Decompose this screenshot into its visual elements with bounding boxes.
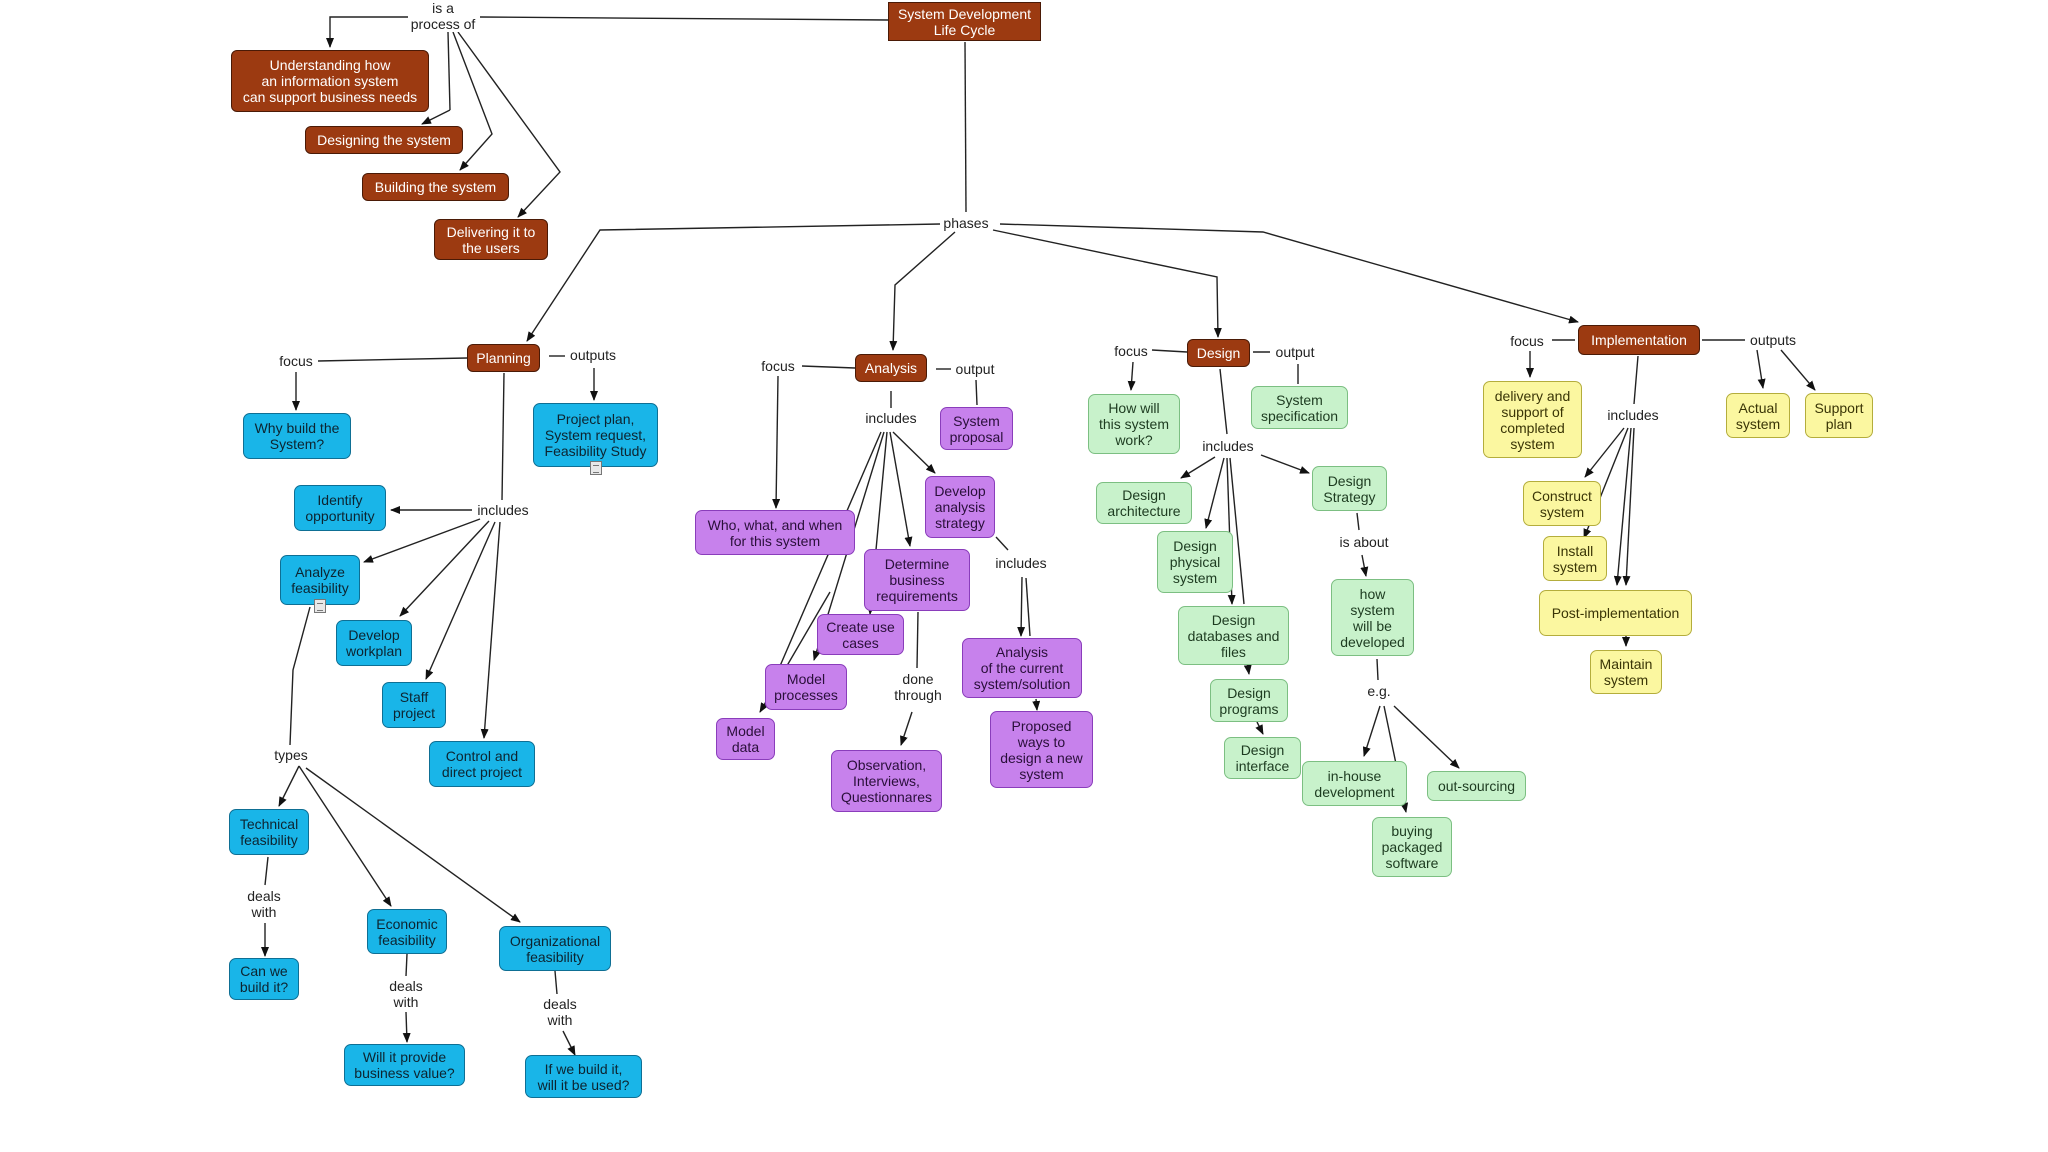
planning-outputs-docs[interactable]: Project plan, System request, Feasibilit…: [533, 403, 658, 467]
design-out-sourcing[interactable]: out-sourcing: [1427, 771, 1526, 801]
implementation-construct-system[interactable]: Construct system: [1523, 481, 1601, 526]
design-system-specification[interactable]: System specification: [1251, 386, 1348, 429]
planning-control-project[interactable]: Control and direct project: [429, 741, 535, 787]
implementation-link-outputs: outputs: [1748, 332, 1798, 348]
implementation-link-focus: focus: [1508, 333, 1546, 349]
question-business-value[interactable]: Will it provide business value?: [344, 1044, 465, 1086]
design-physical-system[interactable]: Design physical system: [1157, 531, 1233, 593]
analysis-current-system[interactable]: Analysis of the current system/solution: [962, 638, 1082, 698]
design-link-is-about: is about: [1337, 534, 1391, 550]
process-building[interactable]: Building the system: [362, 173, 509, 201]
analysis-system-proposal[interactable]: System proposal: [940, 407, 1013, 450]
design-link-eg: e.g.: [1365, 683, 1393, 699]
document-icon[interactable]: [314, 599, 326, 613]
document-icon[interactable]: [590, 461, 602, 475]
design-databases-files[interactable]: Design databases and files: [1178, 606, 1289, 665]
analysis-link-output: output: [953, 361, 997, 377]
question-can-we-build[interactable]: Can we build it?: [229, 958, 299, 1000]
planning-link-deals-with: deals with: [387, 978, 425, 1010]
process-understanding[interactable]: Understanding how an information system …: [231, 50, 429, 112]
implementation-support-plan[interactable]: Support plan: [1805, 393, 1873, 438]
analysis-who-what-when[interactable]: Who, what, and when for this system: [695, 510, 855, 555]
implementation-install-system[interactable]: Install system: [1543, 536, 1607, 581]
planning-link-outputs: outputs: [568, 347, 618, 363]
process-designing[interactable]: Designing the system: [305, 126, 463, 154]
planning-staff-project[interactable]: Staff project: [382, 682, 446, 728]
implementation-link-includes: includes: [1605, 407, 1661, 423]
planning-why-build[interactable]: Why build the System?: [243, 413, 351, 459]
planning-identify-opportunity[interactable]: Identify opportunity: [294, 485, 386, 531]
planning-economic-feasibility[interactable]: Economic feasibility: [367, 909, 447, 954]
analysis-model-data[interactable]: Model data: [716, 718, 775, 760]
design-how-will-work[interactable]: How will this system work?: [1088, 394, 1180, 454]
phase-design[interactable]: Design: [1187, 339, 1250, 367]
link-phases: phases: [941, 215, 991, 231]
analysis-strategy-link-includes: includes: [993, 555, 1049, 571]
analysis-link-includes: includes: [863, 410, 919, 426]
phase-analysis[interactable]: Analysis: [855, 354, 927, 382]
design-link-includes: includes: [1200, 438, 1256, 454]
design-programs[interactable]: Design programs: [1210, 679, 1288, 722]
analysis-business-requirements[interactable]: Determine business requirements: [864, 549, 970, 611]
planning-technical-feasibility[interactable]: Technical feasibility: [229, 809, 309, 855]
analysis-proposed-ways[interactable]: Proposed ways to design a new system: [990, 711, 1093, 788]
design-in-house-development[interactable]: in-house development: [1302, 761, 1407, 806]
design-link-focus: focus: [1112, 343, 1150, 359]
implementation-post-implementation[interactable]: Post-implementation: [1539, 590, 1692, 636]
analysis-link-done-through: done through: [892, 671, 944, 703]
phase-planning[interactable]: Planning: [467, 344, 540, 372]
design-link-output: output: [1273, 344, 1317, 360]
link-is-a-process-of: is a process of: [408, 0, 478, 32]
implementation-actual-system[interactable]: Actual system: [1726, 393, 1790, 438]
analysis-develop-strategy[interactable]: Develop analysis strategy: [925, 476, 995, 538]
design-strategy[interactable]: Design Strategy: [1312, 466, 1387, 511]
planning-link-deals-with: deals with: [245, 888, 283, 920]
analysis-link-focus: focus: [759, 358, 797, 374]
planning-analyze-feasibility[interactable]: Analyze feasibility: [280, 555, 360, 605]
design-architecture[interactable]: Design architecture: [1096, 482, 1192, 524]
root-sdlc-node[interactable]: System Development Life Cycle: [888, 2, 1041, 41]
analysis-create-use-cases[interactable]: Create use cases: [817, 614, 904, 655]
question-will-it-be-used[interactable]: If we build it, will it be used?: [525, 1055, 642, 1098]
analysis-model-processes[interactable]: Model processes: [765, 664, 847, 710]
design-how-developed[interactable]: how system will be developed: [1331, 579, 1414, 656]
planning-develop-workplan[interactable]: Develop workplan: [336, 620, 412, 666]
phase-implementation[interactable]: Implementation: [1578, 325, 1700, 355]
planning-link-types: types: [272, 747, 310, 763]
process-delivering[interactable]: Delivering it to the users: [434, 219, 548, 260]
design-interface[interactable]: Design interface: [1224, 737, 1301, 779]
planning-organizational-feasibility[interactable]: Organizational feasibility: [499, 926, 611, 971]
planning-link-focus: focus: [277, 353, 315, 369]
planning-link-includes: includes: [475, 502, 531, 518]
planning-link-deals-with: deals with: [541, 996, 579, 1028]
design-buying-software[interactable]: buying packaged software: [1372, 817, 1452, 877]
implementation-maintain-system[interactable]: Maintain system: [1590, 650, 1662, 694]
implementation-delivery-support[interactable]: delivery and support of completed system: [1483, 381, 1582, 458]
analysis-observation-interviews[interactable]: Observation, Interviews, Questionnares: [831, 750, 942, 812]
